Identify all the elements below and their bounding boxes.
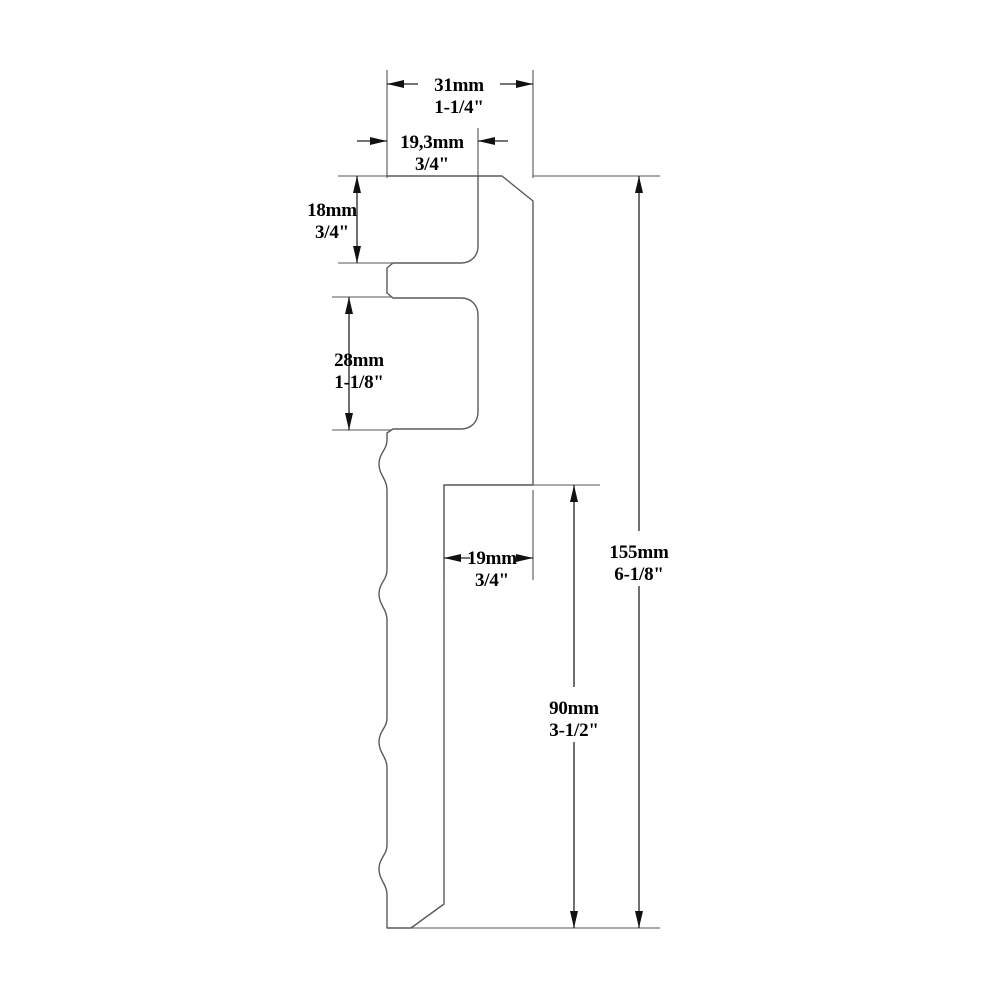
dim-label-overall-height-metric: 155mm (609, 542, 669, 563)
dimension-base-height: 90mm 3-1/2" (549, 485, 599, 928)
dimension-base-thickness: 19mm 3/4" (444, 548, 533, 591)
dim-label-overall-width-metric: 31mm (434, 75, 484, 96)
dim-label-overall-height-imperial: 6-1/8" (614, 564, 663, 585)
dimension-rabbet-width: 19,3mm 3/4" (357, 132, 508, 175)
dim-label-base-height-imperial: 3-1/2" (549, 720, 598, 741)
dim-label-base-thickness-imperial: 3/4" (475, 570, 509, 591)
dimension-middle-step-height: 28mm 1-1/8" (334, 297, 384, 430)
dim-label-top-step-metric: 18mm (307, 200, 357, 221)
dimension-overall-height: 155mm 6-1/8" (609, 176, 669, 928)
dimension-top-step-height: 18mm 3/4" (307, 176, 361, 263)
dim-label-middle-step-imperial: 1-1/8" (334, 372, 383, 393)
dim-label-middle-step-metric: 28mm (334, 350, 384, 371)
dim-label-rabbet-width-imperial: 3/4" (415, 154, 449, 175)
dim-label-base-height-metric: 90mm (549, 698, 599, 719)
dim-label-top-step-imperial: 3/4" (315, 222, 349, 243)
molding-profile-outline (378, 175, 534, 929)
dim-label-overall-width-imperial: 1-1/4" (434, 97, 483, 118)
extension-lines (332, 70, 660, 929)
dim-label-base-thickness-metric: 19mm (467, 548, 517, 569)
dimension-overall-width: 31mm 1-1/4" (387, 75, 533, 118)
dim-label-rabbet-width-metric: 19,3mm (400, 132, 464, 153)
